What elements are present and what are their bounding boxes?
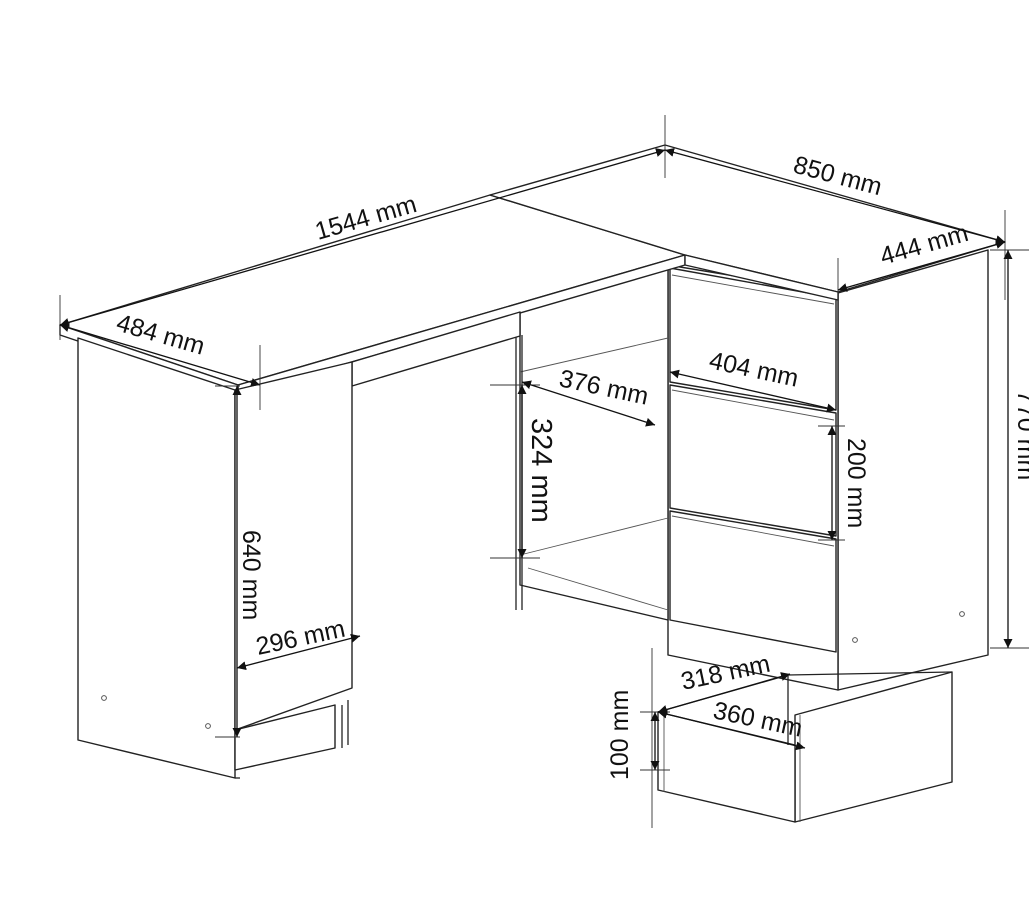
- dim-label-200: 200 mm: [842, 438, 870, 528]
- dim-line-360: [657, 709, 806, 751]
- drawer-box-side: [794, 671, 953, 823]
- dim-line-318: [657, 672, 791, 714]
- dim-label-100: 100 mm: [606, 690, 634, 780]
- drawer-front-3: [669, 510, 837, 653]
- screw-hole: [852, 637, 858, 643]
- dim-label-640: 640 mm: [237, 530, 265, 620]
- dim-line-404: [669, 369, 837, 413]
- left-pedestal-plinth: [234, 704, 336, 771]
- dim-line-850: [664, 148, 1006, 244]
- dim-line-1544: [59, 148, 666, 327]
- screw-hole: [101, 695, 107, 701]
- dim-line-376: [521, 380, 656, 427]
- screw-hole: [205, 723, 211, 729]
- dim-line-444: [837, 240, 1006, 292]
- dim-line-484: [59, 323, 261, 387]
- dim-label-324: 324 mm: [525, 418, 557, 523]
- left-pedestal-side: [77, 337, 236, 779]
- drawer-box-detail: [657, 671, 953, 823]
- dimension-lines: [59, 148, 1013, 770]
- dim-line-296: [236, 633, 361, 671]
- screw-hole: [959, 611, 965, 617]
- dim-label-770: 770 mm: [1012, 390, 1029, 480]
